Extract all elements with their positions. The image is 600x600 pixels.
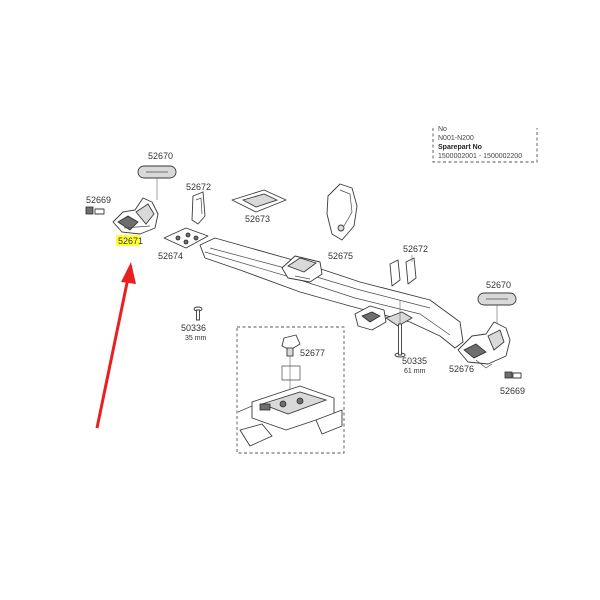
part-52672-left bbox=[191, 191, 206, 225]
label-50336: 50336 bbox=[181, 323, 206, 333]
part-52669-right bbox=[504, 371, 522, 379]
label-52676: 52676 bbox=[449, 364, 474, 374]
info-line-1: No bbox=[438, 126, 447, 133]
part-52669-left bbox=[85, 206, 105, 215]
part-50336 bbox=[193, 306, 203, 321]
part-50335 bbox=[394, 300, 406, 358]
label-52669-right: 52669 bbox=[500, 386, 525, 396]
detail-box bbox=[236, 326, 345, 454]
label-52671: 52671 bbox=[118, 236, 143, 246]
label-52672-left: 52672 bbox=[186, 182, 211, 192]
part-52670-left bbox=[137, 165, 177, 200]
label-52675: 52675 bbox=[328, 251, 353, 261]
part-52670-right bbox=[477, 292, 517, 325]
label-52674: 52674 bbox=[158, 251, 183, 261]
label-52677: 52677 bbox=[300, 348, 325, 358]
part-52675 bbox=[326, 183, 358, 241]
info-line-3: Sparepart No bbox=[438, 144, 482, 151]
label-52670-left: 52670 bbox=[148, 151, 173, 161]
red-arrow bbox=[95, 262, 136, 429]
main-rail bbox=[199, 237, 464, 349]
info-box: No N001-N200 Sparepart No 1500002001 - 1… bbox=[432, 126, 538, 163]
rail-end-mechanism bbox=[354, 305, 413, 331]
part-52671 bbox=[112, 197, 159, 235]
label-50336-length: 35 mm bbox=[185, 335, 207, 342]
label-52670-right: 52670 bbox=[486, 280, 511, 290]
part-52672-right bbox=[389, 255, 417, 287]
highlight-52671 bbox=[116, 235, 140, 246]
label-52673: 52673 bbox=[245, 214, 270, 224]
label-50335-length: 61 mm bbox=[404, 368, 426, 375]
label-52672-right: 52672 bbox=[403, 244, 428, 254]
part-52676 bbox=[457, 321, 511, 369]
part-52674 bbox=[163, 227, 209, 249]
label-52669-left: 52669 bbox=[86, 195, 111, 205]
info-line-4: 1500002001 - 1500002200 bbox=[438, 153, 522, 160]
info-line-2: N001-N200 bbox=[438, 135, 474, 142]
label-50335: 50335 bbox=[402, 356, 427, 366]
part-52673 bbox=[231, 189, 287, 213]
